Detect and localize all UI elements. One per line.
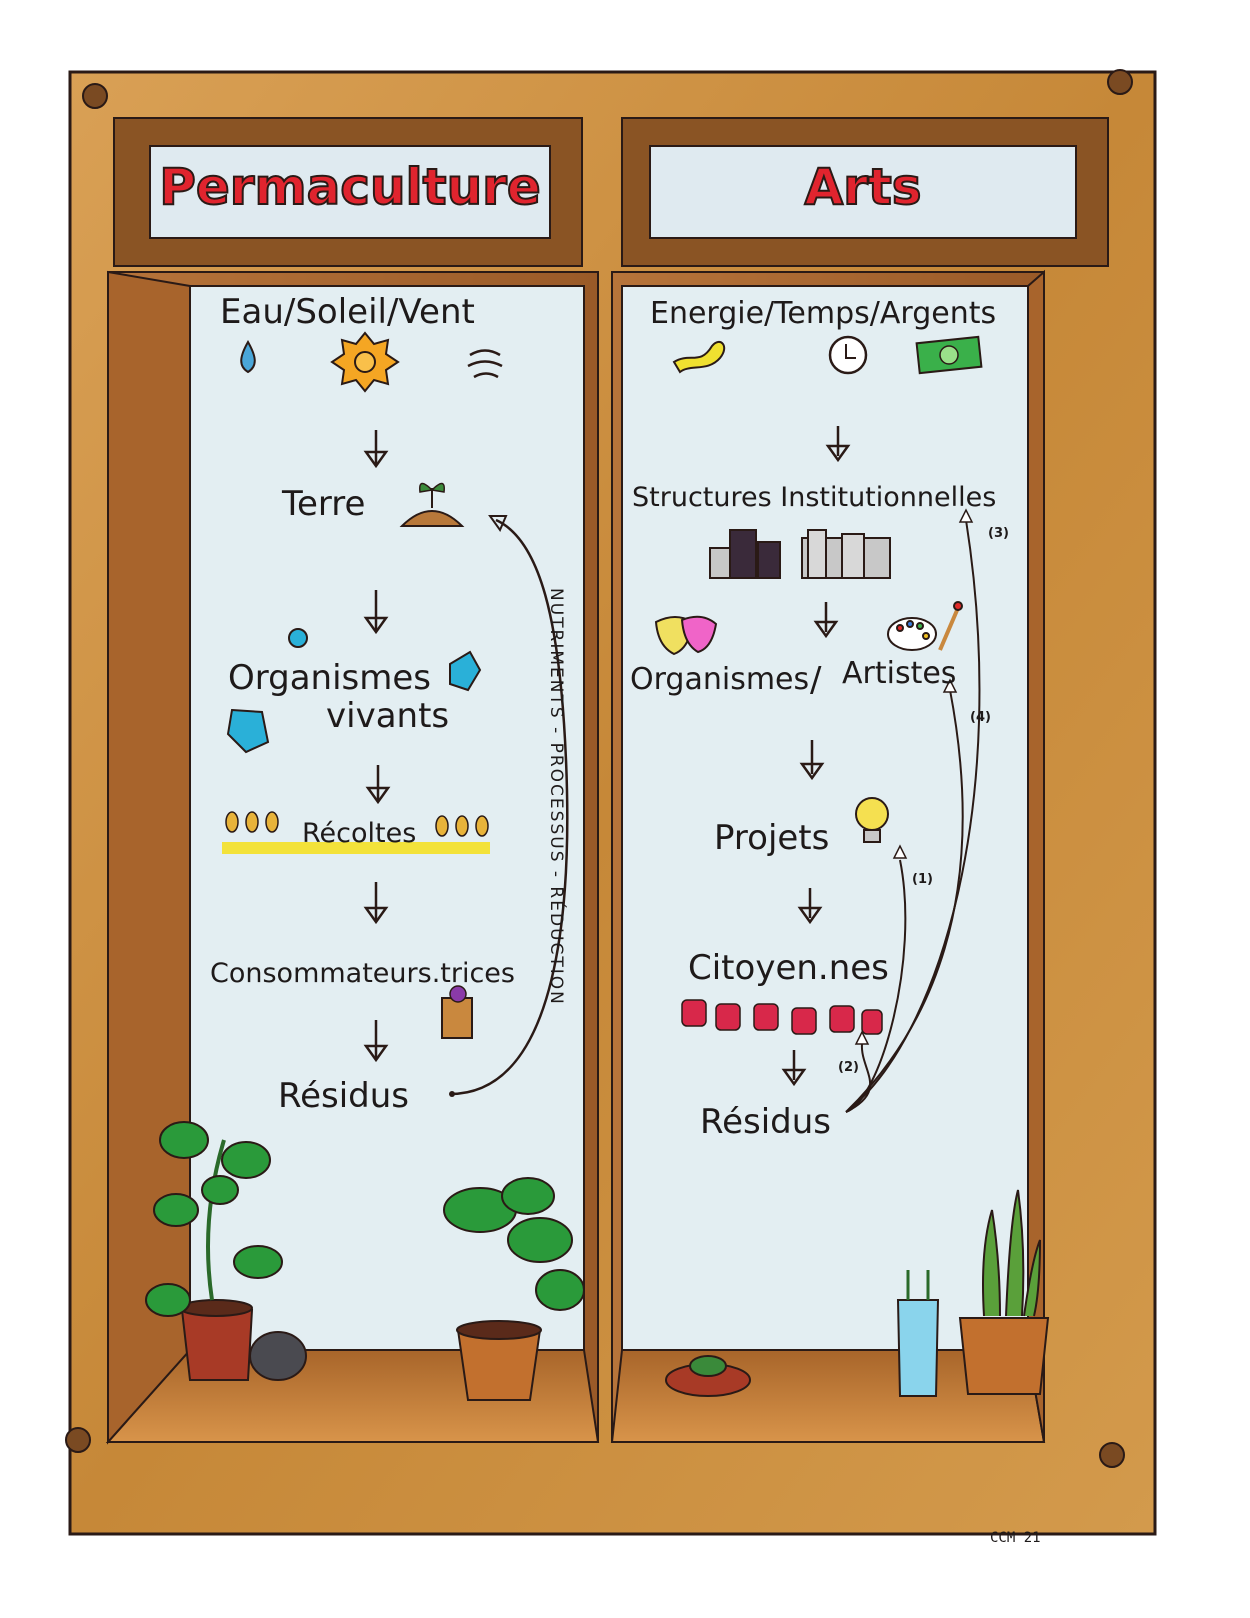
buildings-icon: [709, 529, 891, 579]
sun-icon: [330, 331, 400, 393]
right-step-structures: Structures Institutionnelles: [632, 482, 997, 513]
clock-icon: [828, 335, 868, 375]
arrow-label-4: (4): [970, 710, 991, 725]
arrow-label-2: (2): [838, 1060, 859, 1075]
right-step-organismes: Organismes: [630, 662, 810, 697]
right-step-projets: Projets: [714, 818, 830, 858]
arrow-label-1: (1): [912, 872, 933, 887]
left-inputs: Eau/Soleil/Vent: [220, 292, 475, 332]
left-step-recoltes: Récoltes: [302, 818, 417, 849]
left-step-vivants: vivants: [326, 696, 450, 736]
shopping-bag-icon: [441, 985, 473, 1039]
seats-icon: [681, 999, 883, 1035]
left-step-consommateurs: Consommateurs.trices: [210, 958, 515, 989]
water-drop-icon: [240, 339, 256, 374]
theatre-masks-icon: [654, 615, 718, 656]
wind-icon: [467, 349, 503, 379]
energy-icon: [672, 340, 726, 374]
loop-label: NUTRIMENTS - PROCESSUS - RÉDUCTION: [546, 588, 566, 1006]
left-step-organismes: Organismes: [228, 658, 432, 698]
wheat-icon: [222, 811, 490, 854]
right-title: Arts: [803, 157, 922, 217]
signature: CCM 21: [990, 1530, 1041, 1546]
sprout-icon: [399, 482, 465, 527]
palette-icon: [887, 601, 963, 651]
arrow-label-3: (3): [988, 526, 1009, 541]
left-step-residus: Résidus: [278, 1076, 410, 1116]
right-step-separator: /: [810, 660, 822, 700]
right-inputs: Energie/Temps/Argents: [650, 296, 997, 331]
lightbulb-icon: [855, 797, 889, 843]
left-step-terre: Terre: [282, 484, 366, 524]
right-step-residus: Résidus: [700, 1102, 832, 1142]
plant-pots: [145, 1121, 1050, 1401]
microbe-icon: [226, 628, 482, 754]
money-icon: [915, 335, 983, 375]
right-step-citoyens: Citoyen.nes: [688, 948, 889, 988]
loop-arrow: [449, 518, 569, 1096]
left-title: Permaculture: [158, 157, 542, 217]
right-step-artistes: Artistes: [842, 656, 957, 691]
